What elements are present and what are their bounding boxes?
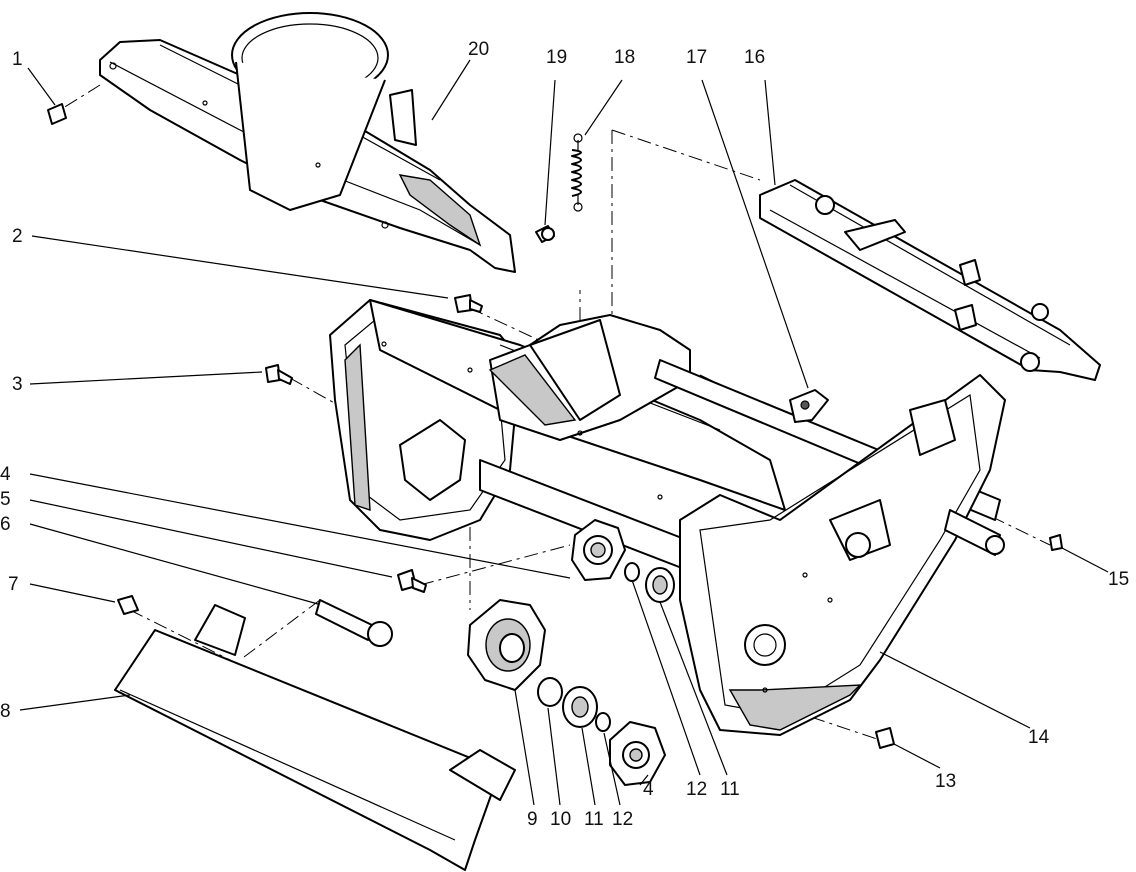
bearing-housing-icon [467,599,546,691]
callout-labels: 1 2 3 4 5 6 7 8 9 10 11 12 4 12 11 13 14… [0,39,1129,830]
callout-13: 13 [935,771,956,792]
callout-15: 15 [1108,569,1129,590]
callout-19: 19 [546,47,567,68]
callout-7: 7 [8,574,19,595]
callout-17: 17 [686,47,707,68]
callout-4: 4 [0,464,11,485]
clip-nut-icon [47,103,67,125]
callout-6: 6 [0,514,11,535]
bolt-icon [454,294,483,313]
washer-icon [595,712,611,732]
callout-12: 12 [612,809,633,830]
carriage-bolt-icon [315,599,393,647]
bearing-icon [562,686,598,728]
bearing-flange-icon [609,721,666,786]
nut-icon [875,727,895,749]
bolt-icon [397,569,427,593]
callout-18: 18 [614,47,635,68]
callout-11-upper: 11 [720,779,740,800]
bolt-icon [265,364,293,385]
spring-icon [571,133,583,212]
scraper-blade [114,604,516,871]
callout-14: 14 [1028,727,1050,748]
reinforcement-bar [759,179,1101,381]
callout-leaders [19,59,1109,806]
switch-bracket-icon [789,389,829,423]
screw-icon [1049,534,1063,551]
callout-20: 20 [468,39,489,60]
callout-12-upper: 12 [686,779,707,800]
callout-1: 1 [12,49,23,70]
callout-11: 11 [584,809,604,830]
callout-2: 2 [12,226,23,247]
callout-10: 10 [550,809,571,830]
washer-icon [624,562,640,582]
callout-3: 3 [12,374,23,395]
callout-8: 8 [0,701,11,722]
washer-icon [537,677,563,707]
callout-5: 5 [0,489,11,510]
callout-4-lower: 4 [643,779,654,800]
nut-icon [117,595,139,615]
bearing-icon [645,567,675,603]
screw-icon [535,225,555,243]
bearing-flange-icon [571,519,626,581]
callout-9: 9 [527,809,538,830]
discharge-chute [99,12,516,273]
auger-housing [329,299,1006,736]
callout-16: 16 [744,47,765,68]
